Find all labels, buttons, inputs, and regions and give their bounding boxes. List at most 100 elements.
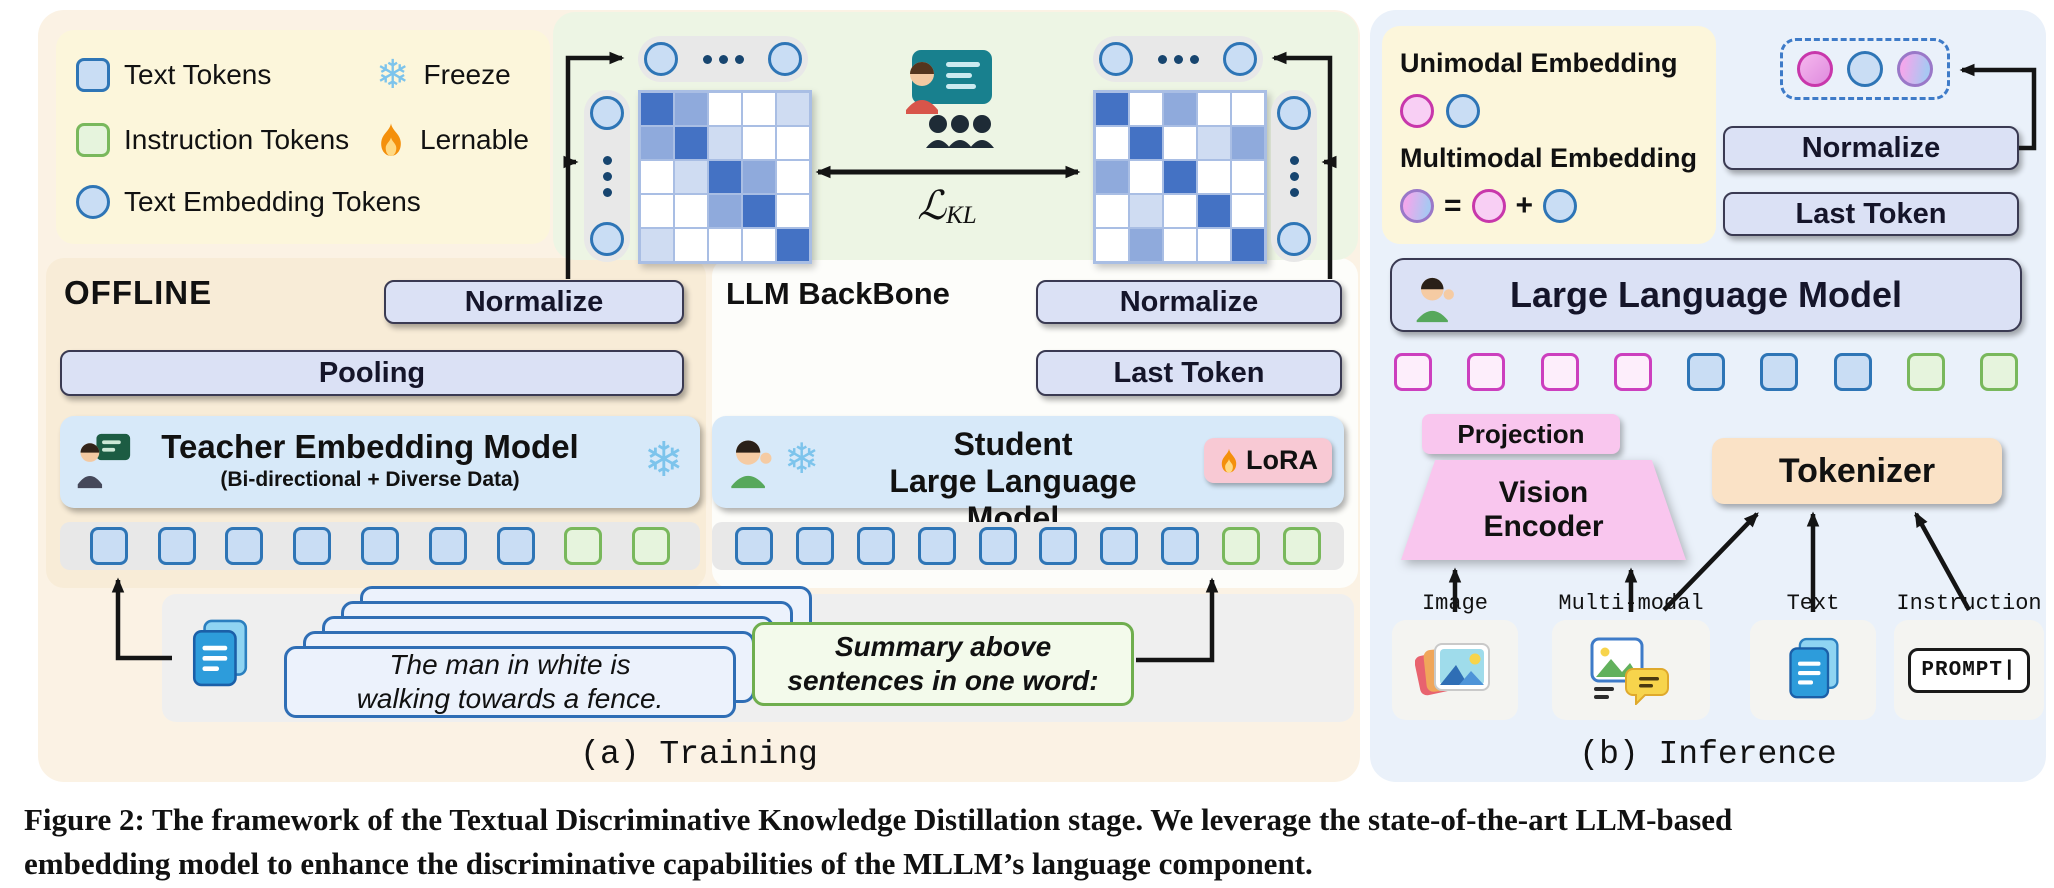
ellipsis-dots [1157, 54, 1199, 64]
matrix-cell [708, 126, 742, 160]
matrix-cell [776, 194, 810, 228]
matrix-cell [1129, 92, 1163, 126]
matrix-cell [1231, 92, 1265, 126]
summary-line2: sentences in one word: [787, 665, 1099, 696]
llm-backbone-label: LLM BackBone [726, 276, 950, 311]
legend-text-embedding-tokens: Text Embedding Tokens [76, 185, 421, 219]
matrix-cell [776, 228, 810, 262]
summary-line1: Summary above [834, 631, 1052, 663]
legend-label: Text Tokens [124, 59, 272, 90]
blue-token [856, 527, 895, 565]
text-label: Text [1786, 591, 1840, 616]
embedding-circle [768, 42, 802, 76]
left-matrix-side-embeddings [584, 90, 630, 262]
matrix-cell [674, 92, 708, 126]
image-tile [1392, 620, 1518, 720]
training-legend: Text Tokens ❄ Freeze Instruction Tokens … [56, 30, 550, 244]
gradient-embedding-circle [1400, 188, 1434, 223]
multimodal-icon [1590, 637, 1669, 705]
inference-caption: (b) Inference [1579, 736, 1837, 773]
kl-subscript: KL [946, 202, 977, 230]
matrix-cell [742, 126, 776, 160]
teacher-title: Teacher Embedding Model [161, 428, 579, 465]
blue-token [1039, 527, 1078, 565]
pink-embedding-circle [1400, 93, 1434, 128]
pink-token [1467, 353, 1506, 391]
student-line2: Large Language Model [889, 463, 1137, 536]
green-token [1222, 527, 1261, 565]
lora-badge: LoRA [1204, 438, 1332, 483]
teacher-subtitle: (Bi-directional + Diverse Data) [220, 468, 520, 491]
matrix-cell [1163, 194, 1197, 228]
legend-instruction-tokens: Instruction Tokens [76, 123, 376, 157]
sentence-line2: walking towards a fence. [356, 683, 664, 714]
blue-token [1161, 527, 1200, 565]
matrix-cell [1095, 160, 1129, 194]
offline-label: OFFLINE [64, 274, 213, 311]
large-language-model-bar: Large Language Model [1390, 258, 2022, 332]
matrix-cell [1095, 126, 1129, 160]
kl-loss-label: ℒKL [872, 182, 1022, 230]
text-tile [1750, 620, 1876, 720]
documents-icon [192, 619, 248, 687]
matrix-cell [742, 228, 776, 262]
figure-caption: Figure 2: The framework of the Textual D… [24, 798, 2030, 886]
freeze-icon: ❄ [643, 432, 684, 488]
blue-token [978, 527, 1017, 565]
embedding-circle [1277, 222, 1311, 256]
pink-token [1540, 353, 1579, 391]
multimodal-label: Multi-modal [1558, 591, 1704, 616]
instruction-token-icon [76, 123, 110, 157]
blue-token [360, 527, 399, 565]
legend-freeze: ❄ Freeze [376, 55, 511, 95]
vision-encoder-line1: Vision [1498, 475, 1589, 509]
matrix-cell [640, 228, 674, 262]
prompt-box: PROMPT| [1908, 647, 2030, 693]
legend-label: Text Embedding Tokens [124, 186, 421, 217]
plus-sign: + [1515, 188, 1534, 222]
llm-person-icon [1416, 277, 1454, 323]
matrix-cell [674, 160, 708, 194]
matrix-cell [674, 228, 708, 262]
pink-embedding-circle [1471, 188, 1506, 223]
flame-icon [381, 123, 401, 156]
blue-token [1687, 353, 1725, 391]
embedding-circle [1099, 42, 1133, 76]
legend-label: Instruction Tokens [124, 124, 350, 155]
teacher-similarity-matrix [638, 90, 812, 264]
normalize-bar-student: Normalize [1036, 280, 1342, 324]
normalize-bar-offline: Normalize [384, 280, 684, 324]
matrix-cell [674, 126, 708, 160]
teacher-bar-text: Teacher Embedding Model (Bi-directional … [120, 428, 620, 492]
documents-icon [1789, 637, 1839, 699]
matrix-cell [776, 126, 810, 160]
matrix-cell [1197, 92, 1231, 126]
matrix-cell [1231, 228, 1265, 262]
image-stack-icon [1415, 643, 1490, 696]
equals-sign: = [1444, 188, 1462, 222]
last-token-bar-inference: Last Token [1723, 192, 2019, 236]
matrix-cell [1197, 126, 1231, 160]
matrix-cell [1197, 160, 1231, 194]
gradient-embedding-circle [1897, 51, 1933, 87]
blue-token [1100, 527, 1139, 565]
student-person-icon [731, 440, 772, 489]
student-llm-bar: ❄ Student Large Language Model LoRA [712, 416, 1344, 536]
green-token [1980, 353, 2018, 391]
freeze-icon: ❄ [784, 434, 820, 483]
matrix-cell [1197, 194, 1231, 228]
figure-caption-line2: embedding model to enhance the discrimin… [24, 846, 1313, 881]
matrix-cell [742, 160, 776, 194]
matrix-cell [1163, 228, 1197, 262]
matrix-cell [674, 194, 708, 228]
multimodal-embedding-label: Multimodal Embedding [1400, 142, 1697, 173]
output-embeddings-box [1780, 38, 1950, 100]
legend-label: Lernable [420, 124, 529, 155]
blue-token [1760, 353, 1799, 391]
normalize-bar-inference: Normalize [1723, 126, 2019, 170]
matrix-cell [708, 194, 742, 228]
matrix-cell [1095, 92, 1129, 126]
inference-legend: Unimodal Embedding Multimodal Embedding … [1382, 26, 1716, 244]
input-instruction: Instruction PROMPT| [1894, 590, 2044, 720]
